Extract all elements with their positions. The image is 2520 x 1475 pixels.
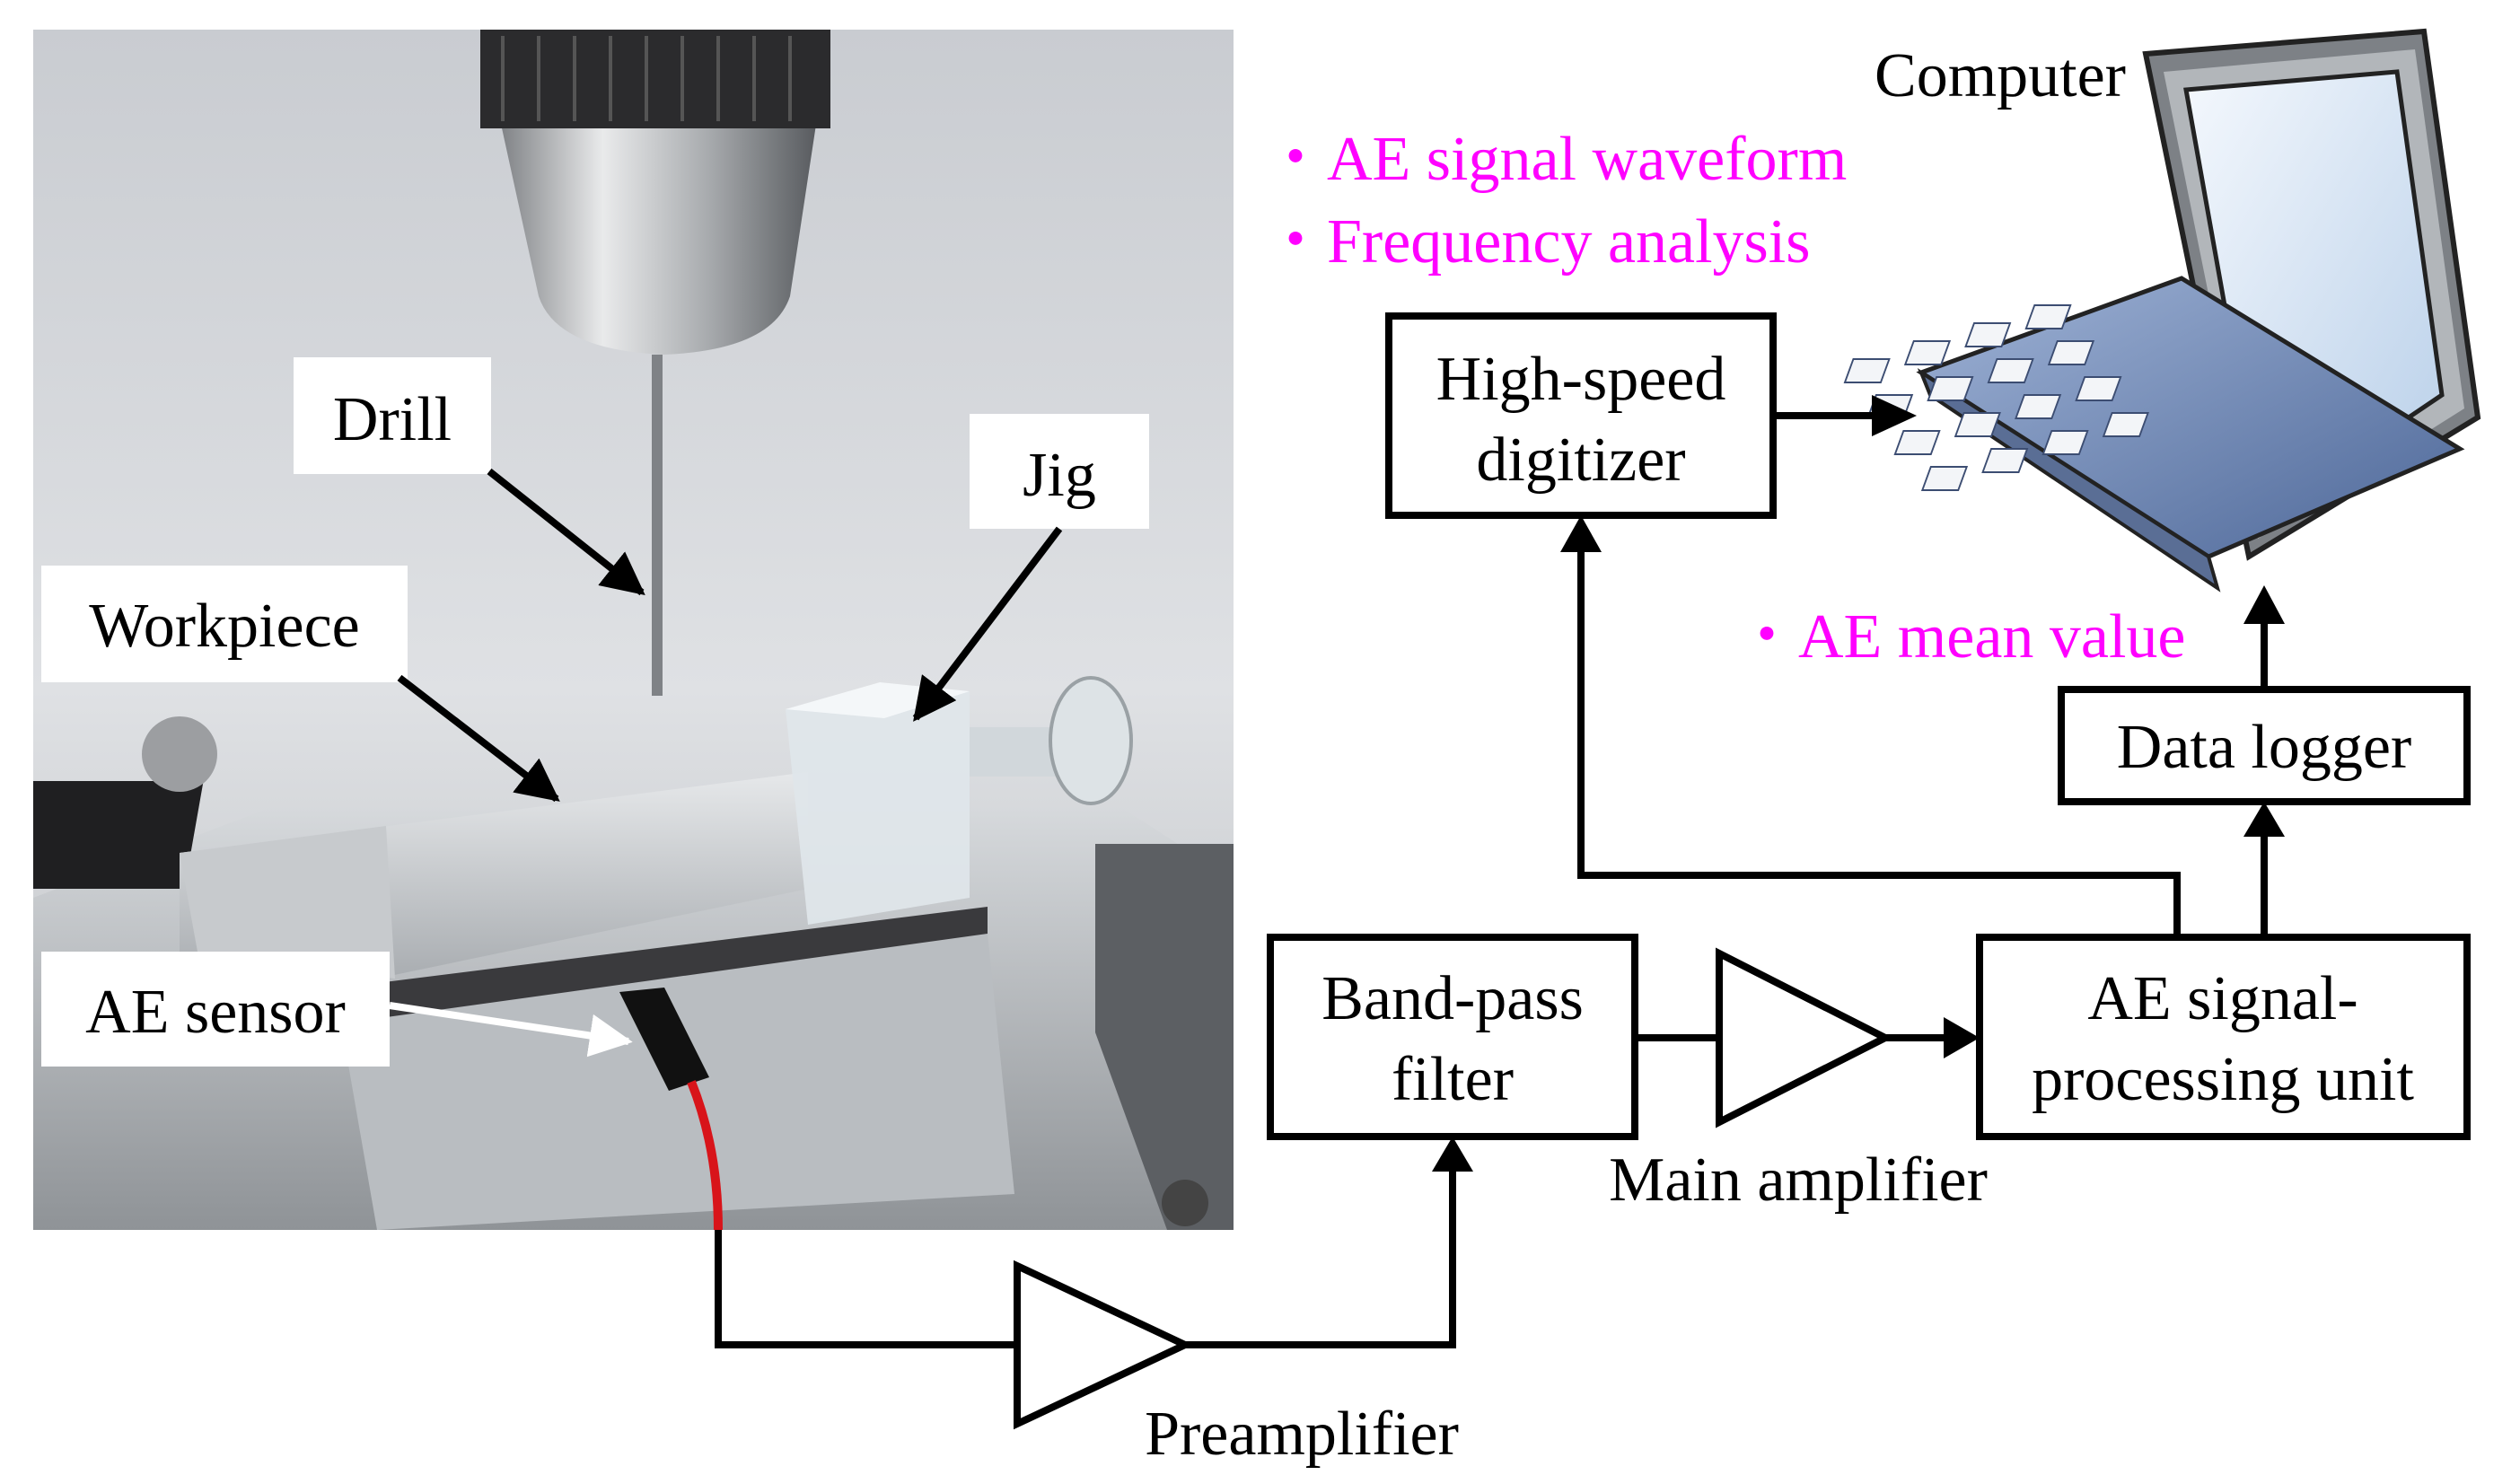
arrowheads [1432,395,2285,1172]
ae-signal-processing-unit-block: AE signal- processing unit [1976,934,2471,1140]
annotation-ae-signal-waveform: ・AE signal waveform [1264,125,1847,194]
arrowhead-filter-input [1432,1137,1473,1172]
chuck-knurled-ring [480,30,830,128]
line-processor-to-digitizer [1577,548,2181,937]
svg-text:Data logger: Data logger [2117,713,2411,782]
svg-text:Drill: Drill [333,385,452,454]
signal-lines [715,412,2268,1348]
svg-text:AE signal-: AE signal- [2087,964,2358,1033]
computer-label: Computer [1875,41,2126,110]
svg-text:Workpiece: Workpiece [89,592,359,661]
data-logger-block: Data logger [2058,686,2471,805]
main-amplifier-symbol [1716,947,1893,1128]
main-amplifier-label: Main amplifier [1609,1146,1988,1215]
arrowhead-digitizer-input [1560,515,1602,552]
svg-text:AE sensor: AE sensor [85,978,346,1047]
ae-sensor-pointer-arrow [389,1002,633,1058]
line-preamp-to-filter [1185,1167,1456,1348]
workpiece-pointer-arrow [397,674,560,803]
annotation-ae-mean-value: ・AE mean value [1735,602,2185,672]
photo-label-jig: Jig [970,414,1149,529]
jig-pointer-arrow [912,526,1063,722]
band-pass-filter-block: Band-pass filter [1267,934,1638,1140]
arrowhead-computer-from-logger [2243,585,2285,624]
svg-text:High-speed: High-speed [1436,345,1726,414]
preamplifier-label: Preamplifier [1145,1400,1459,1469]
svg-text:Jig: Jig [1023,441,1096,510]
arrowhead-computer-from-digitizer [1872,395,1917,436]
svg-text:filter: filter [1392,1045,1514,1114]
jig-block [786,691,970,925]
ae-sensor-body [619,988,709,1091]
drill-pointer-arrow [487,468,645,596]
high-speed-digitizer-block: High-speed digitizer [1385,312,1777,519]
svg-text:processing unit: processing unit [2032,1045,2414,1114]
svg-text:Band-pass: Band-pass [1321,964,1584,1033]
arrowhead-processor-input [1944,1017,1980,1058]
annotation-frequency-analysis: ・Frequency analysis [1264,207,1810,277]
sensor-cable [687,1080,723,1230]
photo-label-ae-sensor: AE sensor [41,952,390,1067]
laptop-icon [1843,28,2481,593]
arrowhead-logger-input [2243,802,2285,837]
drill-bit [652,355,663,696]
photo-label-workpiece: Workpiece [41,566,408,682]
line-sensor-to-preamp [715,1230,1017,1348]
svg-text:digitizer: digitizer [1476,426,1685,495]
photo-label-drill: Drill [294,357,491,474]
